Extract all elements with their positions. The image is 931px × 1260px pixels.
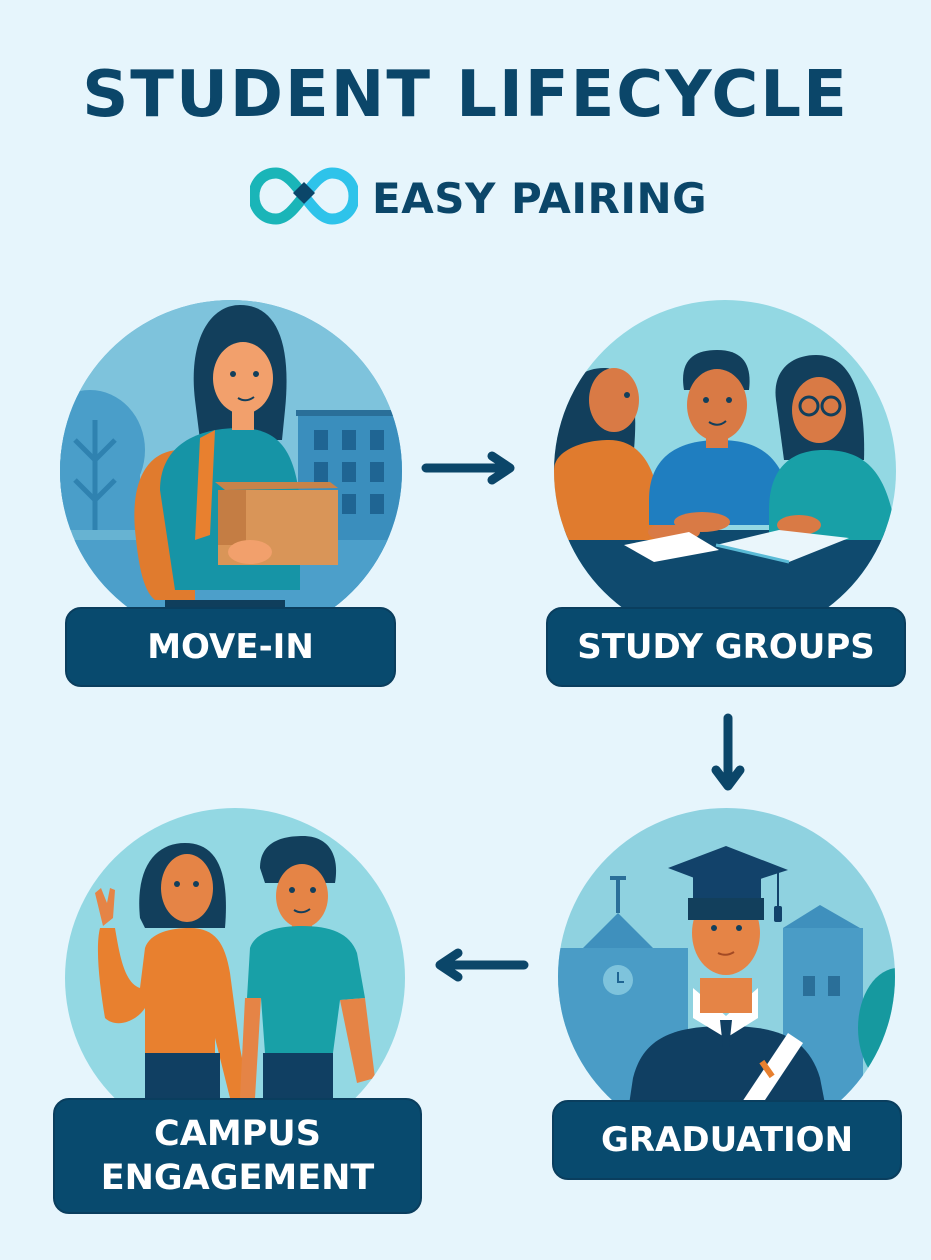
campus-engagement-illustration xyxy=(65,808,405,1148)
arrow-down-icon xyxy=(710,710,746,794)
stage-label-graduation: GRADUATION xyxy=(552,1100,902,1180)
infinity-logo-icon xyxy=(248,165,360,231)
stage-label-study-groups: STUDY GROUPS xyxy=(546,607,906,687)
stage-label-move-in: MOVE-IN xyxy=(65,607,396,687)
graduation-illustration xyxy=(558,808,895,1145)
arrow-right-icon xyxy=(420,450,520,486)
page-title: STUDENT LIFECYCLE xyxy=(82,58,849,132)
brand-name: EASY PAIRING xyxy=(372,173,708,223)
study-groups-illustration xyxy=(554,300,896,642)
move-in-illustration xyxy=(60,300,402,642)
stage-label-campus-engagement: CAMPUS ENGAGEMENT xyxy=(53,1098,422,1214)
stage-label-line-2: ENGAGEMENT xyxy=(100,1158,375,1198)
brand-logo: EASY PAIRING xyxy=(248,165,708,231)
stage-label-line-1: CAMPUS xyxy=(154,1114,321,1154)
arrow-left-icon xyxy=(430,947,530,983)
